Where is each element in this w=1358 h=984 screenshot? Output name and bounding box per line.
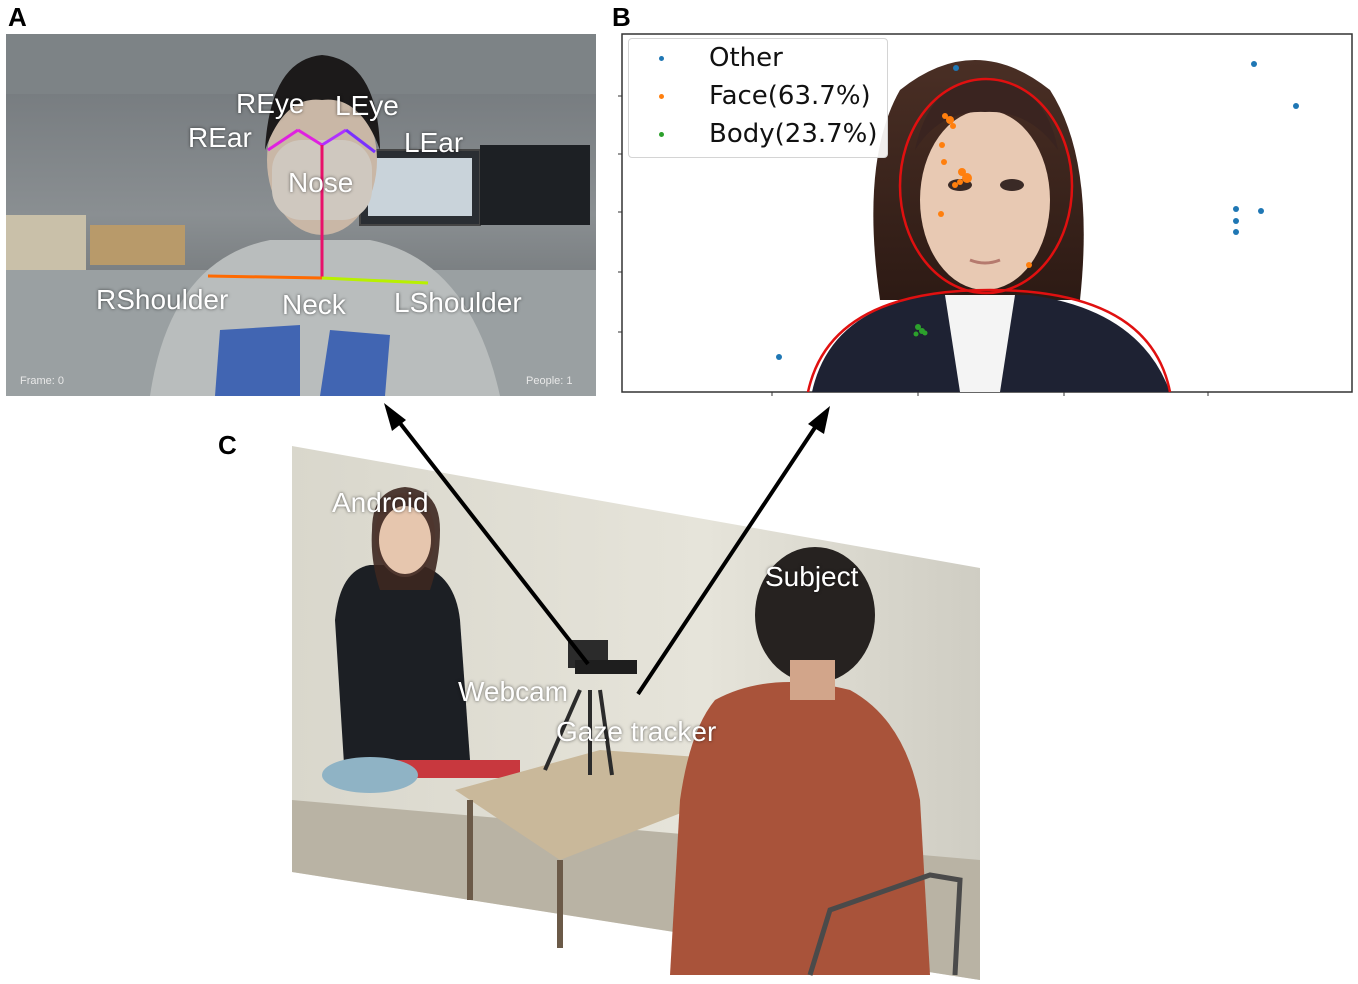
legend-item-body: Body(23.7%) [629, 117, 887, 151]
panel-c-photo [292, 446, 980, 980]
label-android: Android [332, 487, 429, 518]
arrow-head-a [384, 403, 406, 431]
label-rear: REar [188, 122, 252, 153]
legend-label-other: Other [709, 43, 783, 73]
label-rshoulder: RShoulder [96, 284, 229, 315]
arrows [384, 403, 830, 696]
arrow-to-panel-b [636, 424, 818, 696]
panel-letter-a: A [8, 2, 27, 32]
label-subject: Subject [765, 561, 859, 592]
label-reye: REye [236, 88, 305, 119]
label-leye: LEye [335, 90, 399, 121]
panel-letter-b: B [612, 2, 631, 32]
people-counter: People: 1 [526, 375, 573, 387]
legend-marker-other [659, 56, 664, 61]
label-lshoulder: LShoulder [394, 287, 522, 318]
arrow-to-panel-a [394, 416, 590, 666]
frame-counter: Frame: 0 [20, 375, 65, 387]
panel-letter-c: C [218, 430, 237, 460]
legend: Other Face(63.7%) Body(23.7%) [628, 38, 888, 158]
label-neck: Neck [282, 289, 346, 320]
legend-item-face: Face(63.7%) [629, 79, 887, 113]
label-lear: LEar [404, 127, 464, 158]
label-webcam: Webcam [458, 676, 568, 707]
legend-label-face: Face(63.7%) [709, 81, 871, 111]
legend-marker-face [659, 94, 664, 99]
legend-item-other: Other [629, 41, 887, 75]
legend-label-body: Body(23.7%) [709, 119, 878, 149]
arrow-head-b [808, 406, 830, 434]
label-gaze-tracker: Gaze tracker [556, 716, 717, 747]
label-nose: Nose [288, 167, 354, 198]
panel-a-photo [6, 34, 596, 396]
legend-marker-body [659, 132, 664, 137]
